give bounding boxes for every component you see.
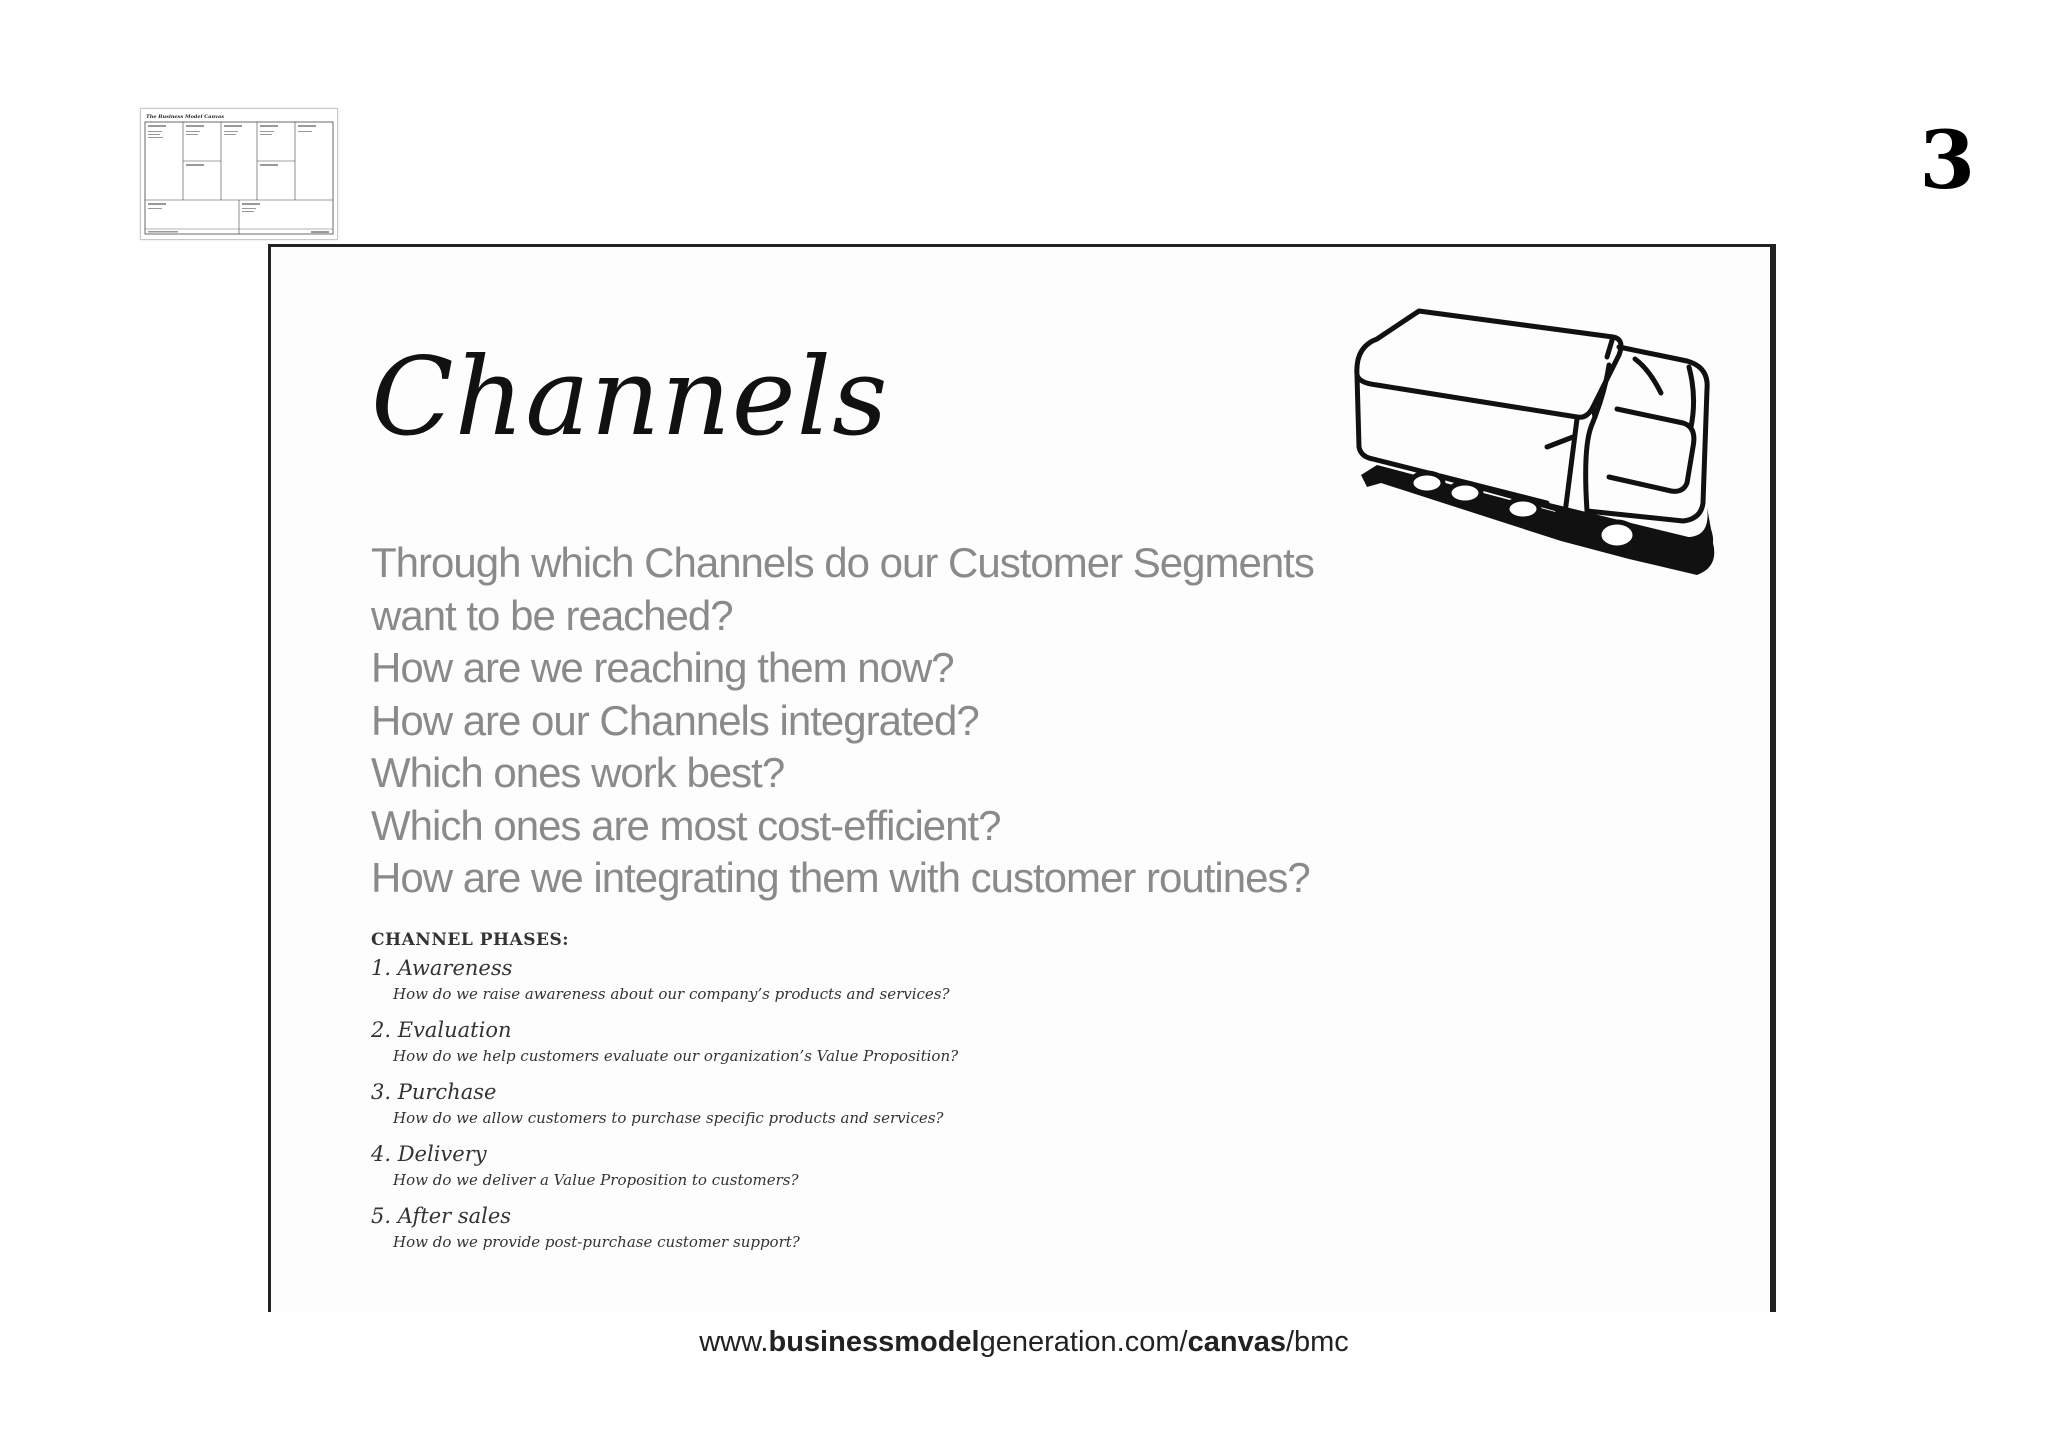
phase-title: 3. Purchase <box>371 1080 497 1104</box>
thumbnail-title: The Business Model Canvas <box>146 114 224 120</box>
canvas-thumbnail: The Business Model Canvas <box>140 108 338 240</box>
footer-url-part: businessmodel <box>768 1326 980 1358</box>
channel-questions: Through which Channels do our Customer S… <box>371 537 1371 905</box>
truck-icon <box>1354 308 1715 575</box>
channels-card: Channels Through which Channels do o <box>268 244 1776 1312</box>
channel-phases: CHANNEL PHASES: 1. Awareness How do we r… <box>371 927 1371 1263</box>
page-title: Channels <box>371 335 889 460</box>
footer-url-part: www. <box>699 1326 769 1358</box>
footer-url-part: /bmc <box>1285 1326 1349 1358</box>
question-line: Which ones work best? <box>371 749 785 796</box>
phase-item: 1. Awareness How do we raise awareness a… <box>371 953 1371 1005</box>
footer-url[interactable]: www.businessmodelgeneration.com/canvas/b… <box>0 1326 2048 1359</box>
phase-question: How do we allow customers to purchase sp… <box>393 1109 944 1127</box>
question-line: Through which Channels do our Customer S… <box>371 539 1315 586</box>
question-line: How are we integrating them with custome… <box>371 854 1311 901</box>
question-line: want to be reached? <box>371 591 734 639</box>
phase-question: How do we provide post-purchase customer… <box>393 1233 800 1251</box>
canvas-thumbnail-icon: The Business Model Canvas <box>141 109 337 239</box>
phase-title: 2. Evaluation <box>371 1018 512 1042</box>
question-line: How are our Channels integrated? <box>371 696 980 744</box>
phase-item: 5. After sales How do we provide post-pu… <box>371 1201 1371 1253</box>
phase-title: 5. After sales <box>371 1204 512 1228</box>
phase-title: 1. Awareness <box>371 956 513 980</box>
phase-question: How do we raise awareness about our comp… <box>393 985 950 1003</box>
phase-item: 4. Delivery How do we deliver a Value Pr… <box>371 1139 1371 1191</box>
phases-header: CHANNEL PHASES: <box>371 930 570 950</box>
page-number: 3 <box>1919 113 1975 207</box>
footer-url-part: canvas <box>1187 1326 1286 1358</box>
phase-title: 4. Delivery <box>371 1142 487 1166</box>
question-line: Which ones are most cost-efficient? <box>371 801 1002 849</box>
phase-item: 2. Evaluation How do we help customers e… <box>371 1015 1371 1067</box>
phase-item: 3. Purchase How do we allow customers to… <box>371 1077 1371 1129</box>
footer-url-part: generation.com/ <box>979 1326 1188 1358</box>
phase-question: How do we deliver a Value Proposition to… <box>393 1171 799 1189</box>
question-line: How are we reaching them now? <box>371 644 955 691</box>
phase-question: How do we help customers evaluate our or… <box>393 1047 959 1065</box>
